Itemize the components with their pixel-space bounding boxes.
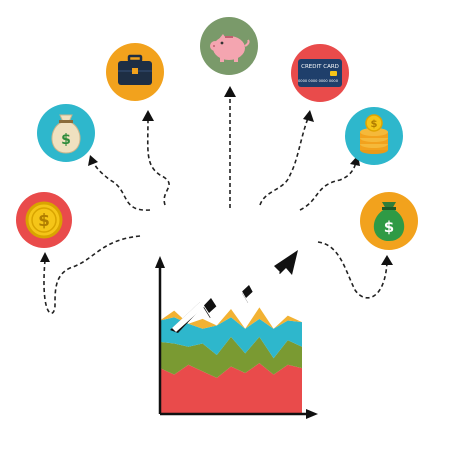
connector-briefcase	[146, 117, 170, 206]
connector-money-bag	[91, 159, 151, 211]
arrowheads	[40, 86, 393, 265]
area-series-3	[160, 307, 302, 329]
green-money-bag-icon-symbol: $	[384, 218, 394, 236]
area-series-1	[160, 336, 302, 378]
arrowhead-credit-card	[303, 110, 314, 122]
connector-credit-card	[259, 117, 309, 206]
credit-card-label: CREDIT CARD	[301, 64, 339, 70]
arrowhead-briefcase	[142, 110, 154, 121]
growth-chart	[155, 250, 318, 419]
piggy-bank-icon	[200, 17, 258, 75]
coin-icon: $	[16, 192, 72, 248]
trend-arrow-highlight	[172, 270, 281, 332]
money-bag-icon: $	[37, 104, 95, 162]
connector-coin	[43, 235, 141, 315]
connector-green-bag	[317, 241, 388, 299]
coin-icon-symbol: $	[38, 211, 50, 231]
area-series-2	[160, 317, 302, 359]
arrowhead-piggy-bank	[224, 86, 236, 97]
x-axis-arrowhead	[306, 409, 318, 419]
connectors	[43, 92, 388, 315]
arrowhead-green-bag	[381, 255, 393, 265]
coin-stack-icon: $	[345, 107, 403, 165]
arrowhead-coin	[40, 252, 50, 262]
briefcase-icon	[106, 43, 164, 101]
y-axis-arrowhead	[155, 256, 165, 268]
money-bag-icon-symbol: $	[61, 132, 71, 148]
credit-card-icon: CREDIT CARD 0000 0000 0000 0000	[291, 44, 349, 102]
area-series-0	[160, 363, 302, 414]
credit-card-number: 0000 0000 0000 0000	[298, 79, 339, 83]
arrowhead-money-bag	[88, 155, 98, 166]
coin-stack-icon-symbol: $	[371, 119, 378, 130]
green-money-bag-icon: $	[360, 192, 418, 250]
connector-coin-stack	[299, 161, 357, 211]
